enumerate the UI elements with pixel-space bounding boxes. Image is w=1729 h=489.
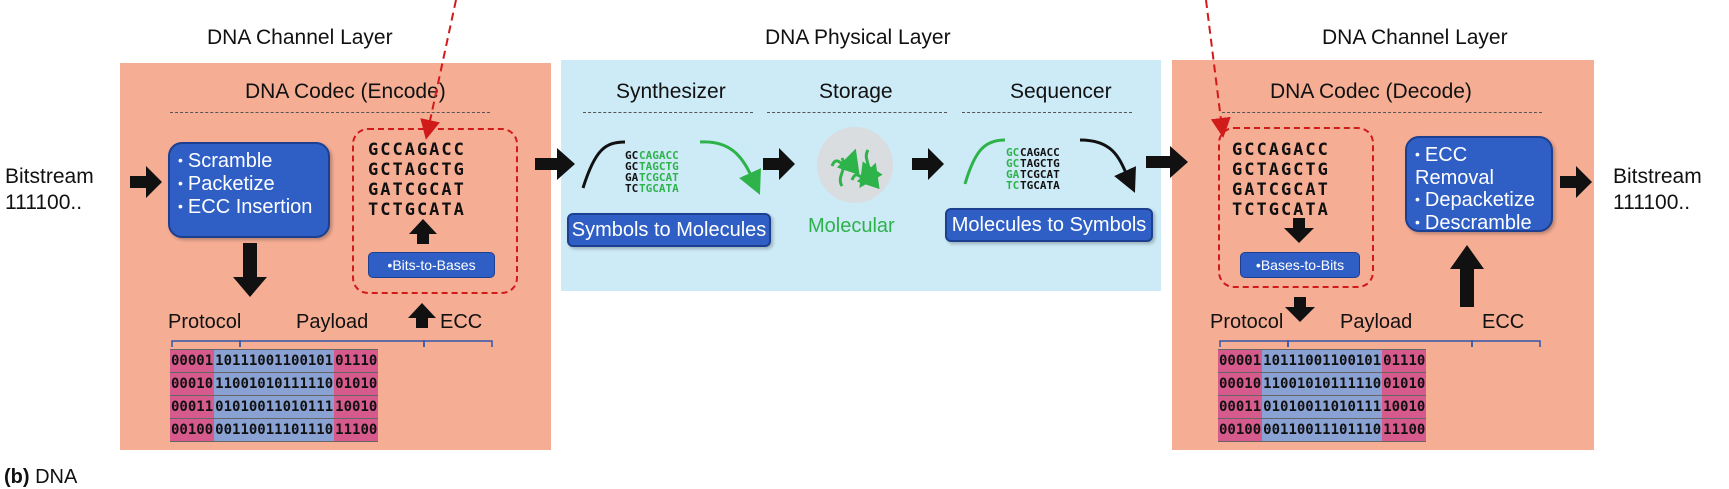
arrow-packet-up-to-steps <box>1450 245 1484 307</box>
ecc-cell: 10010 <box>334 395 379 419</box>
decode-codec-title: DNA Codec (Decode) <box>1270 80 1472 103</box>
decode-payload-label: Payload <box>1340 311 1413 333</box>
bases-to-bits-label: Bases-to-Bits <box>1240 252 1360 278</box>
arrow-storage-to-seq <box>912 148 944 180</box>
output-bitstream: Bitstream 111100.. <box>1613 164 1702 216</box>
sequencer-divider <box>962 112 1132 113</box>
storage-molecule-graphic <box>817 127 893 203</box>
step-descramble: Descramble <box>1415 212 1551 235</box>
decode-red-dashed-arrow <box>1205 0 1231 138</box>
step-ecc-removal: ECC Removal <box>1415 144 1551 189</box>
molecules-to-symbols-label: Molecules to Symbols <box>945 208 1153 242</box>
synthesizer-divider <box>583 112 753 113</box>
protocol-cell: 00010 <box>1218 372 1263 396</box>
payload-cell: 00110011101110 <box>1262 418 1383 442</box>
decode-bases-frame <box>1218 127 1374 288</box>
step-packetize: Packetize <box>178 173 328 196</box>
protocol-cell: 00011 <box>170 395 215 419</box>
table-row: 00001 10111001100101 01110 <box>170 349 379 373</box>
output-bitstream-label: Bitstream <box>1613 165 1702 188</box>
ecc-cell: 10010 <box>1382 395 1427 419</box>
ecc-cell: 01110 <box>1382 349 1427 373</box>
decode-packet-table: 00001 10111001100101 01110 00010 1100101… <box>1218 349 1427 442</box>
protocol-cell: 00010 <box>170 372 215 396</box>
protocol-cell: 00100 <box>170 418 215 442</box>
arrow-physical-to-decode <box>1146 146 1188 178</box>
arrow-encode-to-physical <box>535 148 575 180</box>
encode-codec-title: DNA Codec (Encode) <box>245 80 446 103</box>
decode-ecc-label: ECC <box>1482 311 1525 333</box>
decode-bases-text: GCCAGACC GCTAGCTG GATCGCAT TCTGCATA <box>1232 140 1330 220</box>
synth-strand-green: CAGACC TAGCTG TCGCAT TGCATA <box>639 149 679 195</box>
table-row: 00011 01010011010111 10010 <box>170 395 379 419</box>
decode-field-brackets <box>1219 340 1541 347</box>
storage-divider <box>767 112 947 113</box>
sequencer-title: Sequencer <box>1010 80 1112 103</box>
caption-label: (b) <box>4 466 30 488</box>
payload-cell: 10111001100101 <box>1262 349 1383 373</box>
synth-strand-graphic <box>581 140 761 195</box>
decode-protocol-label: Protocol <box>1210 311 1284 333</box>
protocol-cell: 00011 <box>1218 395 1263 419</box>
payload-cell: 01010011010111 <box>214 395 335 419</box>
seq-strand-graphic <box>963 138 1136 193</box>
storage-title: Storage <box>819 80 893 103</box>
arrow-synth-to-storage <box>763 148 795 180</box>
payload-cell: 10111001100101 <box>214 349 335 373</box>
input-bitstream-value: 111100.. <box>5 191 83 214</box>
encode-red-dashed-arrow <box>420 0 457 140</box>
encode-divider <box>170 112 490 113</box>
figure-caption: (b) DNA <box>4 466 77 489</box>
output-bitstream-value: 111100.. <box>1613 191 1691 214</box>
symbols-to-molecules-label: Symbols to Molecules <box>567 213 771 247</box>
step-scramble: Scramble <box>178 150 328 173</box>
right-layer-title: DNA Channel Layer <box>1322 26 1508 49</box>
step-ecc-insertion: ECC Insertion <box>178 196 328 219</box>
encode-packet-table: 00001 10111001100101 01110 00010 1100101… <box>170 349 379 442</box>
arrow-bits-down-to-packet <box>1285 297 1315 322</box>
synth-strand-dark: GC GC GA TC <box>625 149 639 195</box>
step-depacketize: Depacketize <box>1415 189 1551 212</box>
arrow-packet-up-to-bases <box>408 303 436 328</box>
arrow-bases-down-to-bits <box>1284 218 1314 243</box>
encode-bases-text: GCCAGACC GCTAGCTG GATCGCAT TCTGCATA <box>368 140 466 220</box>
arrow-decode-to-output <box>1560 166 1592 198</box>
table-row: 00100 00110011101110 11100 <box>170 418 379 442</box>
bits-to-bases-label: Bits-to-Bases <box>368 252 495 278</box>
ecc-cell: 11100 <box>334 418 379 442</box>
protocol-cell: 00100 <box>1218 418 1263 442</box>
payload-cell: 01010011010111 <box>1262 395 1383 419</box>
encode-protocol-label: Protocol <box>168 311 242 333</box>
arrow-bits-up-to-bases <box>409 219 437 244</box>
arrow-input-to-encode <box>130 166 162 198</box>
caption-text: DNA <box>35 466 78 488</box>
ecc-cell: 01010 <box>1382 372 1427 396</box>
synthesizer-title: Synthesizer <box>616 80 726 103</box>
seq-strand-dark: CAGACC TAGCTG TCGCAT TGCATA <box>1020 146 1060 192</box>
payload-cell: 00110011101110 <box>214 418 335 442</box>
table-row: 00001 10111001100101 01110 <box>1218 349 1427 373</box>
arrow-steps-down-to-packet <box>233 243 267 297</box>
ecc-cell: 01010 <box>334 372 379 396</box>
encode-steps-box: Scramble Packetize ECC Insertion <box>168 142 330 238</box>
encode-field-brackets <box>171 340 493 347</box>
seq-strand-green: GC GC GA TC <box>1006 146 1020 192</box>
molecular-label: Molecular <box>808 215 895 237</box>
encode-ecc-label: ECC <box>440 311 483 333</box>
left-layer-title: DNA Channel Layer <box>207 26 393 49</box>
ecc-cell: 11100 <box>1382 418 1427 442</box>
protocol-cell: 00001 <box>170 349 215 373</box>
middle-layer-title: DNA Physical Layer <box>765 26 951 49</box>
input-bitstream-label: Bitstream <box>5 165 94 188</box>
table-row: 00100 00110011101110 11100 <box>1218 418 1427 442</box>
table-row: 00010 11001010111110 01010 <box>1218 372 1427 396</box>
input-bitstream: Bitstream 111100.. <box>5 164 94 216</box>
ecc-cell: 01110 <box>334 349 379 373</box>
decode-divider <box>1222 112 1542 113</box>
encode-payload-label: Payload <box>296 311 369 333</box>
decode-steps-box: ECC Removal Depacketize Descramble <box>1405 136 1553 235</box>
table-row: 00011 01010011010111 10010 <box>1218 395 1427 419</box>
